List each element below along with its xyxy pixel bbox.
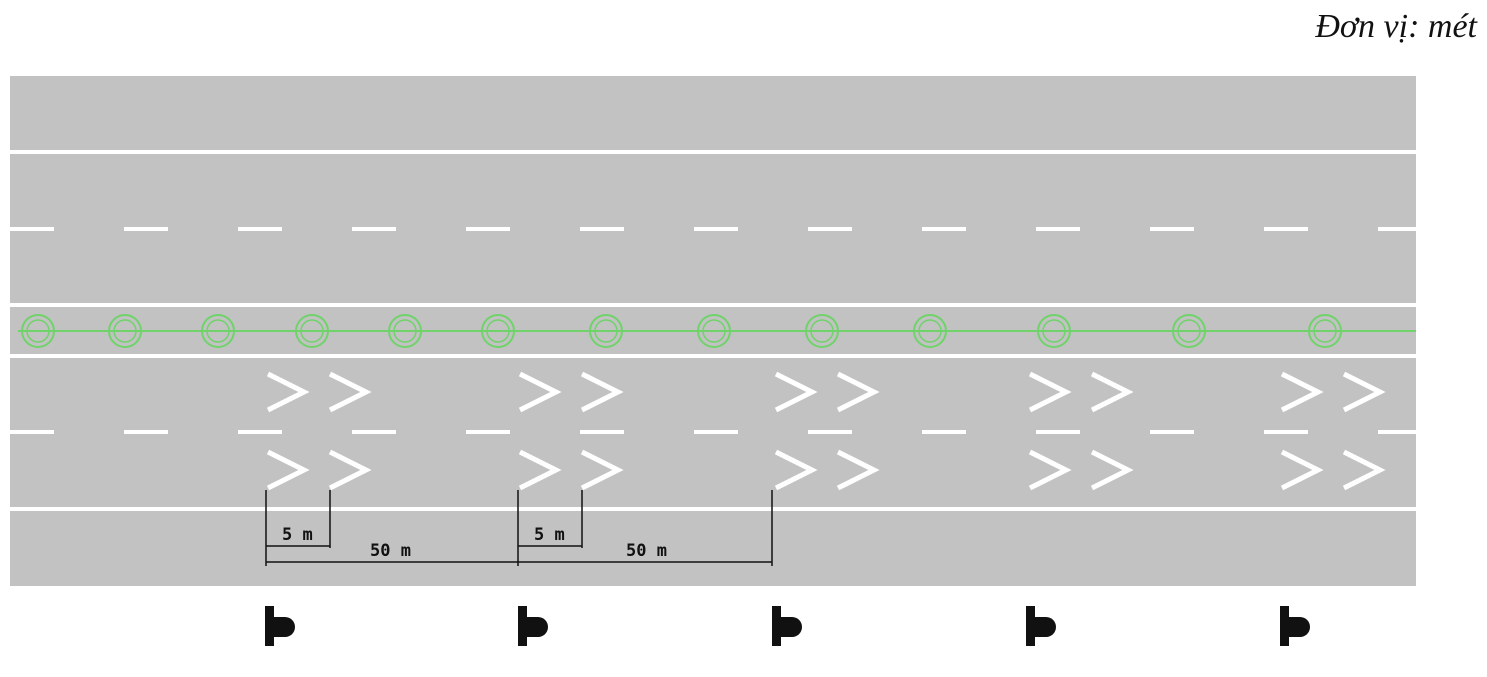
chevron-icon — [1028, 449, 1072, 491]
shrub-icon — [586, 314, 626, 348]
shrub-icon — [385, 314, 425, 348]
shrub-icon — [292, 314, 332, 348]
chevron-icon — [266, 449, 310, 491]
chevron-icon — [580, 371, 624, 413]
dimension-label-50m-2: 50 m — [626, 541, 667, 561]
dimension-label-50m-1: 50 m — [370, 541, 411, 561]
shrub-icon — [694, 314, 734, 348]
chevron-icon — [1090, 449, 1134, 491]
chevron-icon — [328, 371, 372, 413]
shrub-icon — [478, 314, 518, 348]
shrub-icon — [198, 314, 238, 348]
chevron-icon — [1280, 371, 1324, 413]
sign-post-icon — [772, 606, 802, 646]
chevron-icon — [1280, 449, 1324, 491]
shrub-icon — [18, 314, 58, 348]
shrub-icon — [1305, 314, 1345, 348]
sign-post-icon — [1026, 606, 1056, 646]
shrub-icon — [1034, 314, 1074, 348]
chevron-icon — [836, 371, 880, 413]
shrub-icon — [910, 314, 950, 348]
median-shrubs — [18, 314, 1345, 348]
shrub-icon — [105, 314, 145, 348]
dimension-set-1 — [265, 490, 519, 566]
chevron-icon — [774, 371, 818, 413]
chevron-icon — [836, 449, 880, 491]
chevron-icon — [1028, 371, 1072, 413]
chevron-icon — [518, 449, 562, 491]
chevron-icon — [328, 449, 372, 491]
sign-post-icon — [1280, 606, 1310, 646]
dimension-label-5m-2: 5 m — [534, 525, 565, 545]
sign-post-icon — [518, 606, 548, 646]
chevron-icon — [774, 449, 818, 491]
sign-post-icon — [265, 606, 295, 646]
chevron-markings — [266, 371, 1386, 491]
chevron-icon — [1342, 449, 1386, 491]
shrub-icon — [1169, 314, 1209, 348]
chevron-icon — [1090, 371, 1134, 413]
dimension-label-5m-1: 5 m — [282, 525, 313, 545]
roadside-signs — [265, 606, 1310, 646]
unit-label: Đơn vị: mét — [1315, 8, 1477, 45]
chevron-icon — [1342, 371, 1386, 413]
chevron-icon — [518, 371, 562, 413]
dimension-set-2 — [518, 490, 773, 566]
shrub-icon — [802, 314, 842, 348]
chevron-icon — [266, 371, 310, 413]
chevron-icon — [580, 449, 624, 491]
